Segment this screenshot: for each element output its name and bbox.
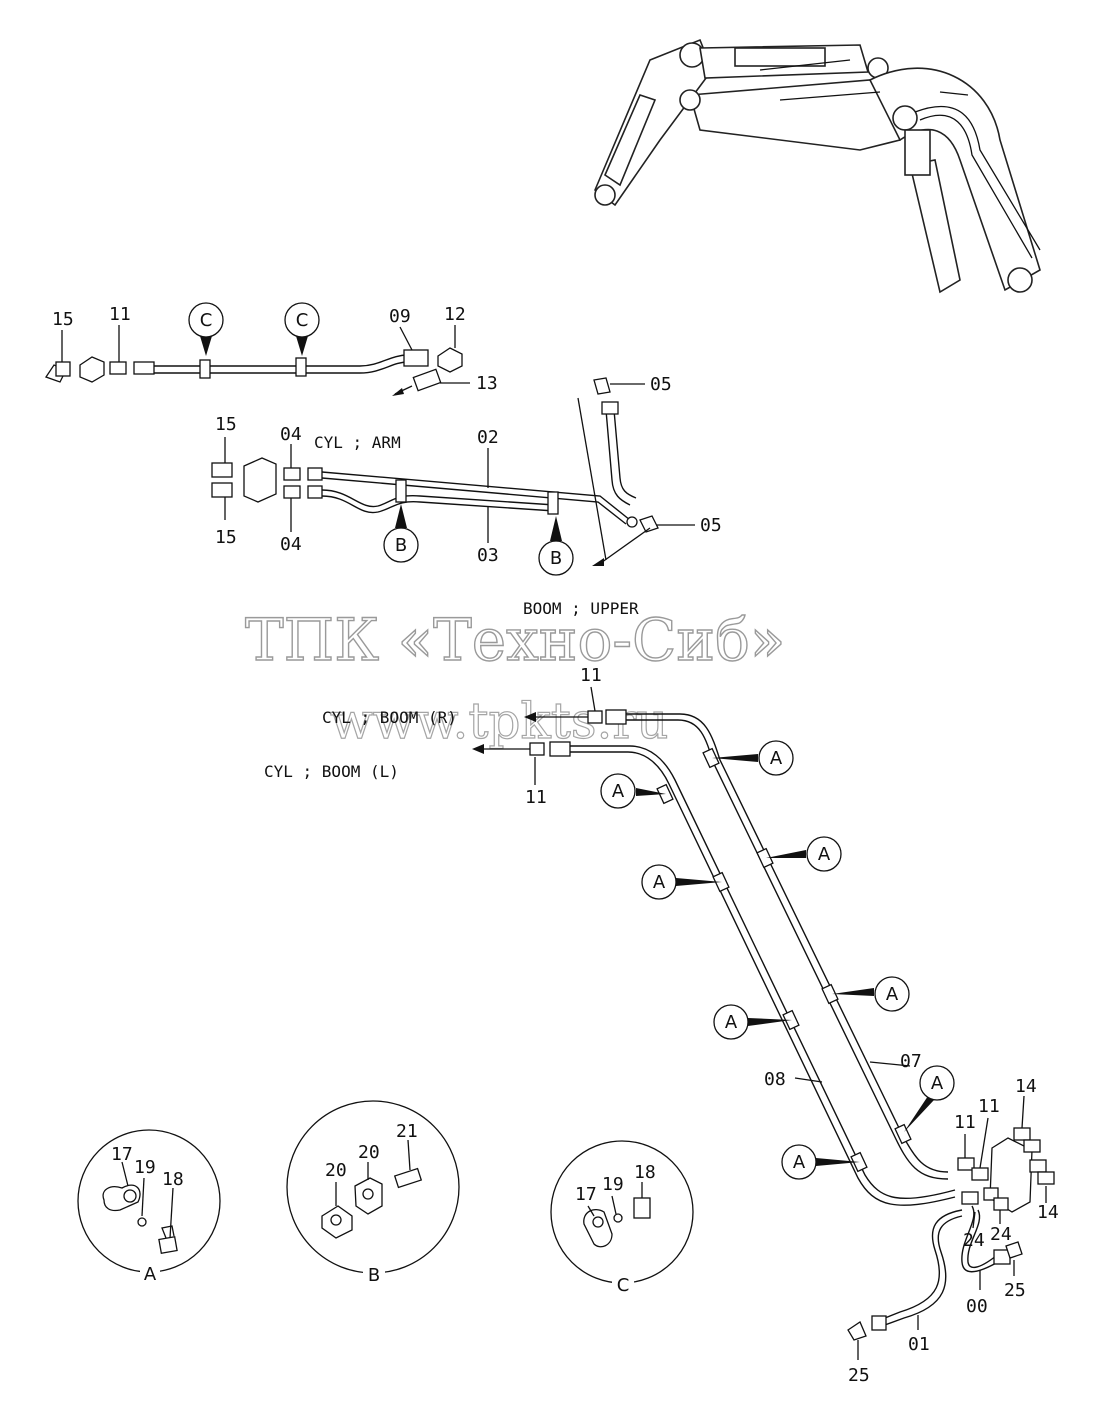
caption-boom-upper: BOOM ; UPPER: [523, 599, 639, 618]
part-label-15: 15: [52, 309, 74, 330]
ref-marker-a-2: A: [600, 773, 636, 809]
part-label-11: 11: [109, 304, 131, 325]
ref-marker-a-7: A: [919, 1065, 955, 1101]
part-label-17: 17: [575, 1184, 597, 1205]
detail-caption-b: B: [368, 1265, 380, 1286]
caption-cyl-boom-r: CYL ; BOOM (R): [322, 708, 457, 727]
detail-view-a: 17 19 18 A: [77, 1129, 221, 1285]
part-label-03: 03: [477, 545, 499, 566]
ref-marker-a-1: A: [758, 740, 794, 776]
part-label-12: 12: [444, 304, 466, 325]
part-label-18: 18: [634, 1162, 656, 1183]
caption-cyl-arm: CYL ; ARM: [314, 433, 401, 452]
svg-text:C: C: [200, 310, 213, 331]
part-label-13: 13: [476, 373, 498, 394]
svg-text:A: A: [770, 748, 783, 769]
part-number-labels: 15 11 09 12 13 05 15 04 02 15 04 03 05 1…: [52, 304, 1059, 1386]
ref-marker-c-1: C: [188, 302, 224, 356]
part-label-20: 20: [358, 1142, 380, 1163]
detail-caption-c: C: [617, 1275, 630, 1296]
watermark-company: ТПК «Техно-Сиб»: [245, 606, 785, 674]
ref-marker-c-2: C: [284, 302, 320, 356]
part-label-09: 09: [389, 306, 411, 327]
part-label-00: 00: [966, 1296, 988, 1317]
part-label-01: 01: [908, 1334, 930, 1355]
svg-text:B: B: [395, 535, 407, 556]
svg-text:A: A: [818, 844, 831, 865]
excavator-boom-illustration: [594, 38, 1041, 294]
svg-text:C: C: [296, 310, 309, 331]
svg-text:A: A: [793, 1152, 806, 1173]
part-label-18: 18: [162, 1169, 184, 1190]
boom-line-assembly: [472, 686, 1055, 1360]
part-label-25: 25: [848, 1365, 870, 1386]
part-label-25: 25: [1004, 1280, 1026, 1301]
part-label-19: 19: [602, 1174, 624, 1195]
part-label-14: 14: [1037, 1202, 1059, 1223]
part-label-24: 24: [963, 1230, 985, 1251]
svg-text:A: A: [612, 781, 625, 802]
svg-text:A: A: [725, 1012, 738, 1033]
part-label-02: 02: [477, 427, 499, 448]
part-label-19: 19: [134, 1157, 156, 1178]
part-label-17: 17: [111, 1144, 133, 1165]
detail-view-b: 20 20 21 B: [286, 1100, 460, 1286]
part-label-08: 08: [764, 1069, 786, 1090]
part-label-04: 04: [280, 424, 302, 445]
part-label-11: 11: [525, 787, 547, 808]
detail-caption-a: A: [144, 1264, 157, 1285]
part-label-20: 20: [325, 1160, 347, 1181]
ref-marker-b-1: B: [383, 504, 419, 563]
part-label-24: 24: [990, 1224, 1012, 1245]
svg-text:A: A: [653, 872, 666, 893]
part-label-15: 15: [215, 527, 237, 548]
ref-marker-a-6: A: [713, 1004, 749, 1040]
watermark: ТПК «Техно-Сиб» www.tpkts.ru: [244, 605, 786, 750]
svg-text:A: A: [886, 984, 899, 1005]
part-label-04: 04: [280, 534, 302, 555]
ref-marker-a-4: A: [641, 864, 677, 900]
part-label-21: 21: [396, 1121, 418, 1142]
part-label-07: 07: [900, 1051, 922, 1072]
ref-marker-a-3: A: [806, 836, 842, 872]
part-label-11: 11: [954, 1112, 976, 1133]
ref-marker-b-2: B: [538, 516, 574, 576]
ref-marker-a-5: A: [874, 976, 910, 1012]
part-label-05: 05: [700, 515, 722, 536]
caption-cyl-boom-l: CYL ; BOOM (L): [264, 762, 399, 781]
detail-view-c: 17 19 18 C: [550, 1140, 694, 1296]
part-label-05: 05: [650, 374, 672, 395]
attachment-line-assembly: [44, 325, 470, 396]
ref-marker-a-8: A: [781, 1144, 817, 1180]
part-label-11: 11: [978, 1096, 1000, 1117]
part-label-15: 15: [215, 414, 237, 435]
arm-cylinder-line-assembly: [211, 377, 695, 566]
svg-text:B: B: [550, 548, 562, 569]
part-label-11: 11: [580, 665, 602, 686]
part-label-14: 14: [1015, 1076, 1037, 1097]
svg-text:A: A: [931, 1073, 944, 1094]
